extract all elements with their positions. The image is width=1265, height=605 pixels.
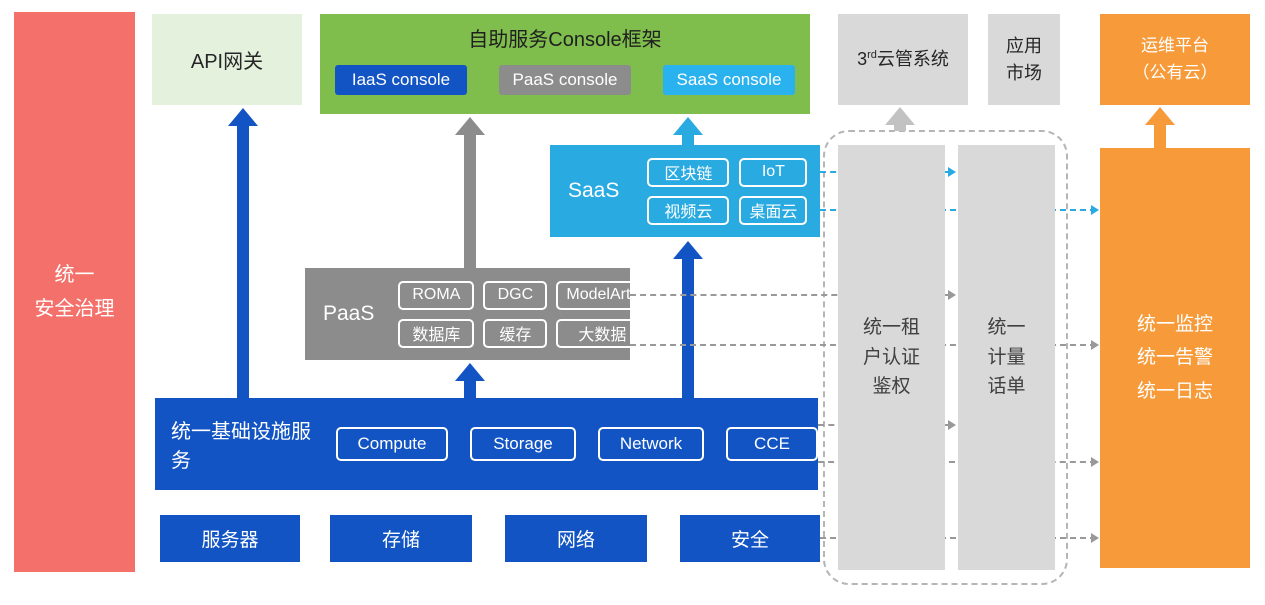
arrow-head-icon xyxy=(228,108,258,126)
arrow-head-icon xyxy=(885,107,915,125)
console-framework-box: 自助服务Console框架 IaaS console PaaS console … xyxy=(320,14,810,114)
console-badges-row: IaaS console PaaS console SaaS console xyxy=(320,52,810,95)
third-party-superscript: rd xyxy=(867,49,877,61)
arrow-shaft xyxy=(682,258,694,398)
arrow-infra-to-paas xyxy=(455,363,485,398)
blockchain-badge: 区块链 xyxy=(647,157,730,187)
arrow-shaft xyxy=(1154,124,1166,148)
metering-billing-bar: 统一 计量 话单 xyxy=(958,145,1055,570)
security-governance-bar: 统一 安全治理 xyxy=(14,12,135,572)
arrow-head-icon xyxy=(1145,107,1175,125)
arrow-head-icon xyxy=(455,117,485,135)
dash-paas-to-auth xyxy=(630,294,948,296)
dash-arrowhead-icon xyxy=(1091,457,1099,467)
arrow-head-icon xyxy=(455,363,485,381)
dash-arrowhead-icon xyxy=(948,420,956,430)
third-party-prefix: 3 xyxy=(857,49,868,69)
dash-arrowhead-icon xyxy=(1091,205,1099,215)
saas-layer-label: SaaS xyxy=(568,179,620,202)
roma-badge: ROMA xyxy=(398,280,475,310)
cce-badge: CCE xyxy=(726,427,818,461)
infrastructure-label: 统一基础设施服务 xyxy=(171,421,311,472)
saas-layer-box: SaaS 区块链 IoT 视频云 桌面云 xyxy=(550,145,820,237)
arrow-shaft xyxy=(894,124,906,131)
saas-services-grid: 区块链 IoT 视频云 桌面云 xyxy=(647,157,808,225)
third-party-suffix: 云管系统 xyxy=(876,49,949,69)
network-box: 网络 xyxy=(505,515,647,562)
arrow-head-icon xyxy=(673,117,703,135)
iot-badge: IoT xyxy=(739,157,808,187)
server-box: 服务器 xyxy=(160,515,300,562)
security-box: 安全 xyxy=(680,515,820,562)
paas-layer-label: PaaS xyxy=(323,302,375,325)
infrastructure-badges-row: Compute Storage Network CCE xyxy=(336,427,818,461)
monitoring-bar: 统一监控 统一告警 统一日志 xyxy=(1100,148,1250,568)
third-party-cloud-box: 3rd云管系统 xyxy=(838,14,968,105)
network-badge: Network xyxy=(598,427,704,461)
arrow-infra-to-api-gateway xyxy=(228,108,258,398)
arrow-shaft xyxy=(464,134,476,268)
arrow-saas-to-console xyxy=(673,117,703,145)
arrow-frame-to-third-party xyxy=(885,107,915,131)
arrow-head-icon xyxy=(673,241,703,259)
shared-services-frame xyxy=(823,130,1068,585)
storage-badge: Storage xyxy=(470,427,576,461)
arrow-shaft xyxy=(464,380,476,398)
arrow-monitor-to-ops-platform xyxy=(1145,107,1175,148)
video-cloud-badge: 视频云 xyxy=(647,195,730,225)
arrow-shaft xyxy=(682,134,694,145)
storage-box: 存储 xyxy=(330,515,472,562)
console-framework-title: 自助服务Console框架 xyxy=(468,29,662,51)
dash-arrowhead-icon xyxy=(948,290,956,300)
cache-badge: 缓存 xyxy=(483,318,548,348)
paas-services-grid: ROMA DGC ModelArts 数据库 缓存 大数据 xyxy=(398,280,649,348)
app-market-box: 应用 市场 xyxy=(988,14,1060,105)
arrow-paas-to-console xyxy=(455,117,485,268)
dgc-badge: DGC xyxy=(483,280,548,310)
dash-infra-to-monitor xyxy=(818,461,1096,463)
paas-console-badge: PaaS console xyxy=(499,65,631,95)
ops-platform-box: 运维平台 （公有云） xyxy=(1100,14,1250,105)
third-party-cloud-label: 3rd云管系统 xyxy=(857,46,949,73)
paas-layer-box: PaaS ROMA DGC ModelArts 数据库 缓存 大数据 xyxy=(305,268,649,360)
saas-console-badge: SaaS console xyxy=(663,65,795,95)
api-gateway-box: API网关 xyxy=(152,14,302,105)
arrow-shaft xyxy=(237,125,249,398)
database-badge: 数据库 xyxy=(398,318,475,348)
dash-arrowhead-icon xyxy=(1091,340,1099,350)
dash-arrowhead-icon xyxy=(1091,533,1099,543)
compute-badge: Compute xyxy=(336,427,448,461)
dash-arrowhead-icon xyxy=(948,167,956,177)
arrow-infra-to-saas xyxy=(673,241,703,398)
iaas-console-badge: IaaS console xyxy=(335,65,467,95)
desktop-cloud-badge: 桌面云 xyxy=(739,195,808,225)
bigdata-badge: 大数据 xyxy=(556,318,649,348)
infrastructure-box: 统一基础设施服务 Compute Storage Network CCE xyxy=(155,398,818,490)
tenant-auth-bar: 统一租 户认证 鉴权 xyxy=(838,145,945,570)
